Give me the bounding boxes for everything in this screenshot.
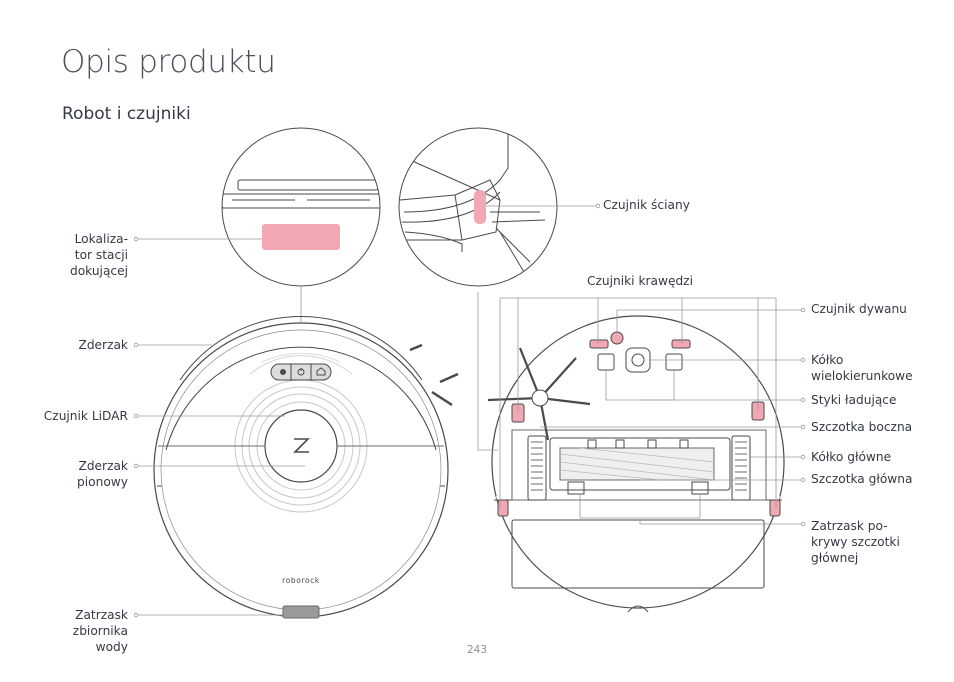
zoom-wall-sensor [398,127,558,287]
power-button-icon [297,368,305,376]
home-button-icon [316,367,326,376]
leader-lines [138,205,801,616]
wall-sensor-highlight [474,190,486,224]
leader-dots [133,203,806,618]
label-main-brush: Szczotka główna [811,472,913,486]
label-bumper: Zderzak [78,338,128,352]
label-brush-cover-latch: Zatrzask po- krywy szczotki głównej [811,519,900,565]
label-lidar: Czujnik LiDAR [43,409,128,423]
label-side-brush: Szczotka boczna [811,420,913,434]
label-carpet-sensor: Czujnik dywanu [811,302,907,316]
page-title: Opis produktu [61,44,276,80]
page-number: 243 [466,644,488,656]
brand-text: roborock [282,576,320,585]
label-wall-sensor: Czujnik ściany [603,198,690,212]
label-charging-contacts: Styki ładujące [811,393,897,407]
dock-locator-highlight [262,224,340,250]
label-cliff-sensors: Czujniki krawędzi [587,274,693,288]
bumper-button-icon [280,369,286,375]
label-water-tank-latch: Zatrzask zbiornika wody [72,608,128,654]
label-vertical-bumper: Zderzak pionowy [77,459,128,489]
logo-z-icon [293,438,310,453]
top-side-brush [409,343,459,407]
section-subtitle: Robot i czujniki [62,104,191,124]
label-dock-locator: Lokaliza- tor stacji dokującej [69,232,128,278]
robot-top-view [153,316,459,619]
label-omni-wheel: Kółko wielokierunkowe [811,353,913,383]
zoom-dock-locator [221,127,381,287]
label-main-wheel: Kółko główne [811,450,892,464]
